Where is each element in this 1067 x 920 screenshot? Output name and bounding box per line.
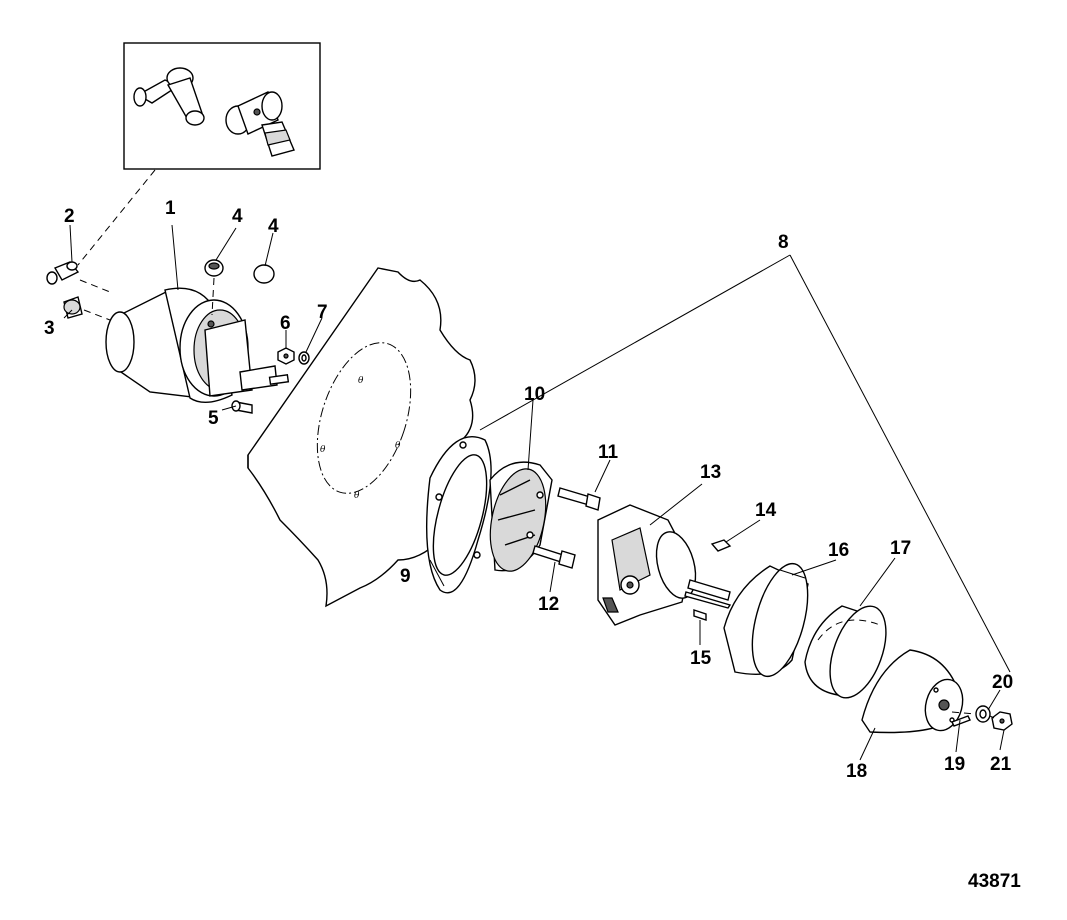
callout-15: 15 [690, 648, 712, 669]
screw [231, 400, 253, 414]
tee-fitting-alt [225, 91, 295, 157]
elbow-fitting-alt [133, 67, 205, 126]
elbow-fitting [46, 261, 80, 285]
small-screw [693, 609, 707, 621]
figure-number: 43871 [968, 871, 1021, 892]
inset-alternate-fittings [123, 42, 321, 170]
callout-14: 14 [755, 500, 777, 521]
washer [298, 351, 310, 365]
drive-housing [597, 504, 732, 626]
callout-3: 3 [44, 318, 55, 339]
callout-17: 17 [890, 538, 911, 559]
actuator-body [105, 287, 290, 403]
bolt-upper [557, 487, 601, 511]
cover-ring [723, 562, 809, 678]
callout-9: 9 [400, 566, 411, 587]
svg-text:θ: θ [354, 491, 360, 501]
callout-4b: 4 [268, 216, 279, 237]
callout-11: 11 [598, 442, 619, 463]
callout-2: 2 [64, 206, 75, 227]
nut [277, 347, 295, 365]
callout-13: 13 [700, 462, 721, 483]
svg-text:θ: θ [320, 445, 326, 455]
svg-text:θ: θ [358, 376, 364, 386]
callout-19: 19 [944, 754, 965, 775]
svg-text:θ: θ [395, 441, 401, 451]
callout-1: 1 [165, 198, 176, 219]
trim-ring [804, 605, 887, 699]
callout-8: 8 [778, 232, 789, 253]
callout-5: 5 [208, 408, 219, 429]
end-nut [991, 711, 1013, 731]
mounting-flange [489, 461, 553, 572]
nose-cone [861, 649, 964, 734]
callout-20: 20 [992, 672, 1013, 693]
cone-screw [951, 715, 971, 727]
callout-21: 21 [990, 754, 1012, 775]
callout-12: 12 [538, 594, 559, 615]
leader-lines [63, 224, 1011, 761]
key [710, 539, 732, 552]
callout-6: 6 [280, 313, 291, 334]
callout-16: 16 [828, 540, 849, 561]
bolt-lower [532, 545, 576, 569]
callout-10: 10 [524, 384, 545, 405]
plug-b [253, 264, 275, 284]
callout-7: 7 [317, 302, 328, 323]
callout-4a: 4 [232, 206, 243, 227]
straight-fitting [63, 296, 83, 319]
end-washer [975, 705, 991, 723]
callout-labels: 1 2 3 4 4 5 6 7 8 9 10 11 12 13 14 15 16… [44, 198, 1013, 782]
callout-18: 18 [846, 761, 867, 782]
plug-a [204, 259, 224, 277]
gasket [425, 436, 492, 594]
